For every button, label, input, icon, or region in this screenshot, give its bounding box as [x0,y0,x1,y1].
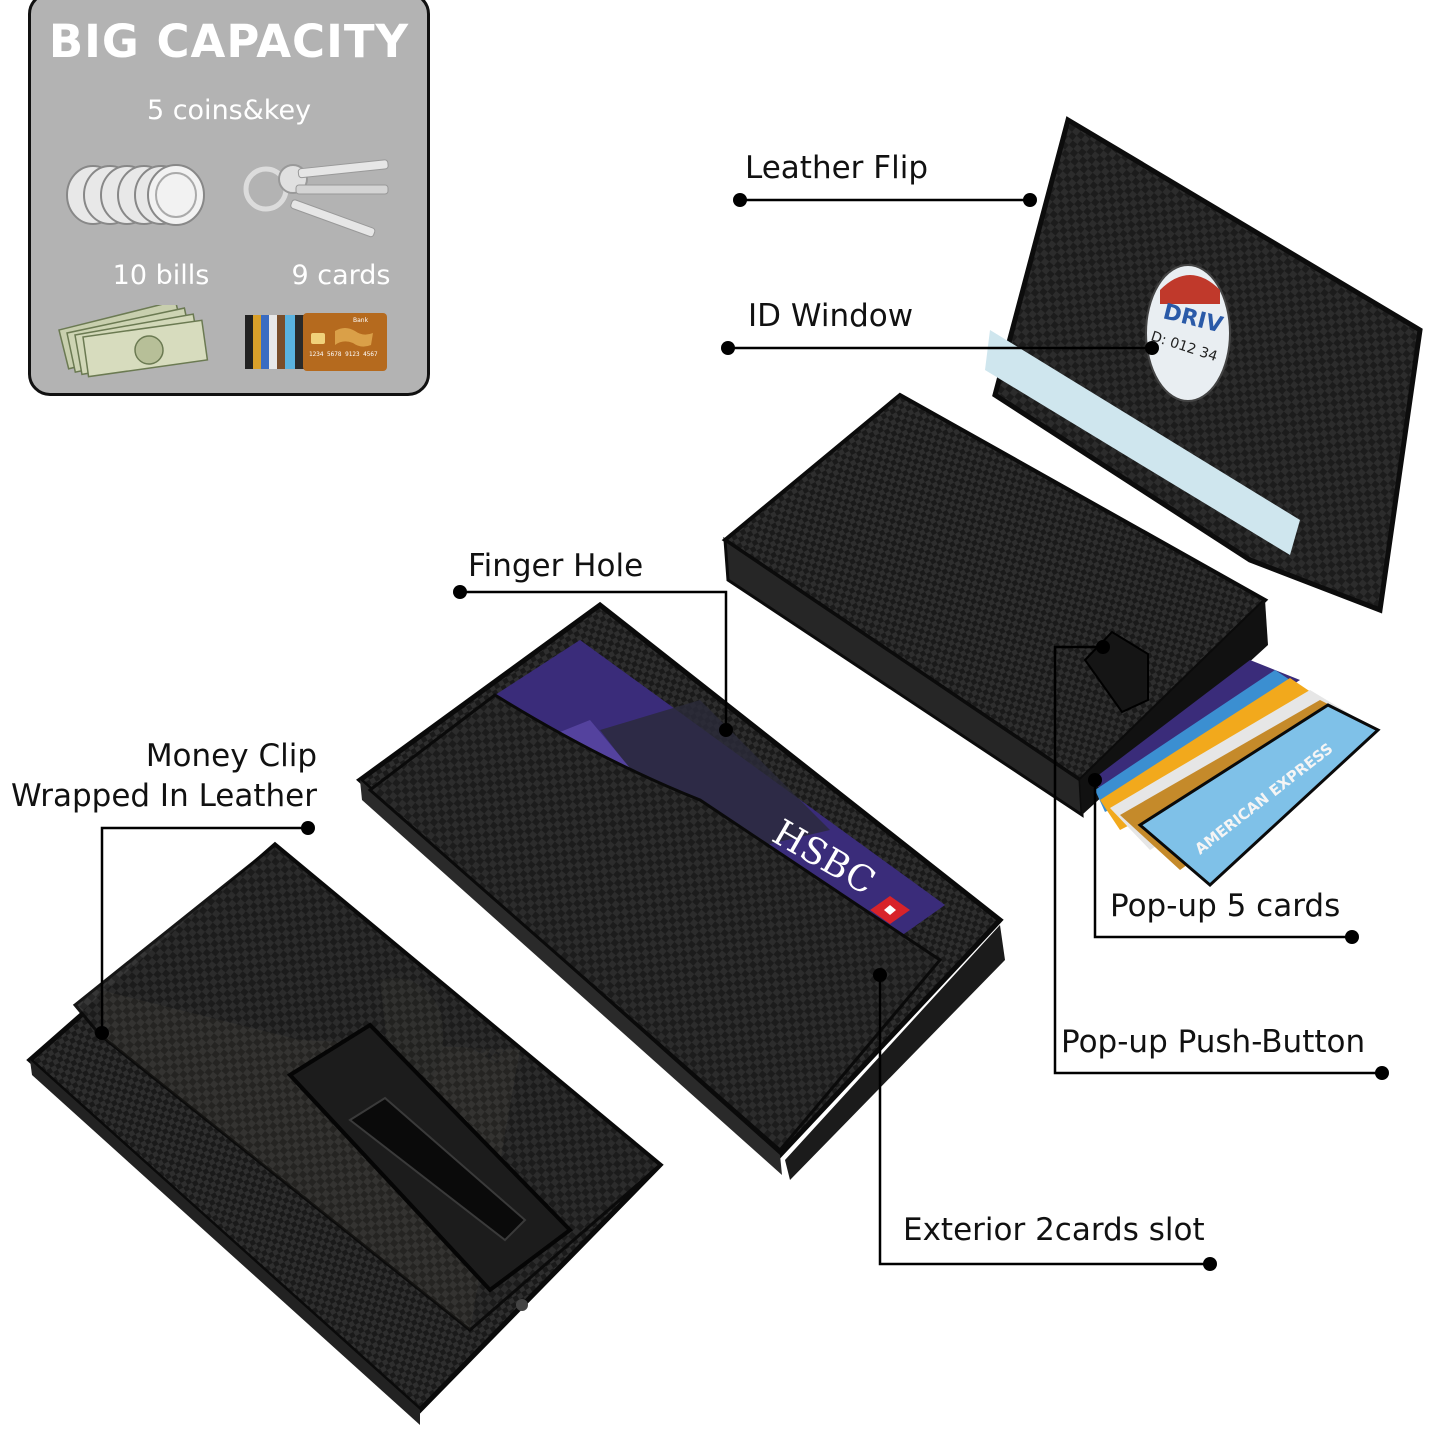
callout-dots [95,193,1389,1271]
cards-label: 9 cards [291,260,391,291]
label-money-clip-line2: Wrapped In Leather [10,778,317,815]
capacity-panel: BIG CAPACITY 5 coins&key 10 bills 9 card… [28,0,430,396]
label-popup-button: Pop-up Push-Button [1061,1024,1366,1060]
bills-icon [58,305,209,378]
wallet-center: HSBC 00700 ER NAME [356,601,1005,1180]
callout-lines [100,198,1382,1266]
label-money-clip-line1: Money Clip [145,738,317,774]
label-popup-cards: Pop-up 5 cards [1110,888,1341,924]
capacity-title: BIG CAPACITY [48,15,410,68]
label-finger-hole: Finger Hole [468,548,644,584]
cards-icon: Bank 1234 5678 9123 4567 [245,313,387,371]
keys-icon [243,159,389,238]
small-card-number: 1234 5678 9123 4567 [309,351,378,358]
label-money-clip: Money Clip Wrapped In Leather [11,736,317,817]
label-leather-flip: Leather Flip [745,150,929,186]
label-id-window: ID Window [748,298,914,334]
bills-label: 10 bills [112,260,210,291]
small-card-bank: Bank [353,317,369,324]
coins-icon [66,164,205,226]
wallet-open-flip: DRIV D: 012 34 AMERICAN EXPRESS [721,116,1423,888]
label-exterior-slot: Exterior 2cards slot [903,1212,1205,1248]
exterior-pocket [367,693,943,1153]
wallet-money-clip: RESE [26,841,664,1425]
coins-key-label: 5 coins&key [146,95,312,126]
